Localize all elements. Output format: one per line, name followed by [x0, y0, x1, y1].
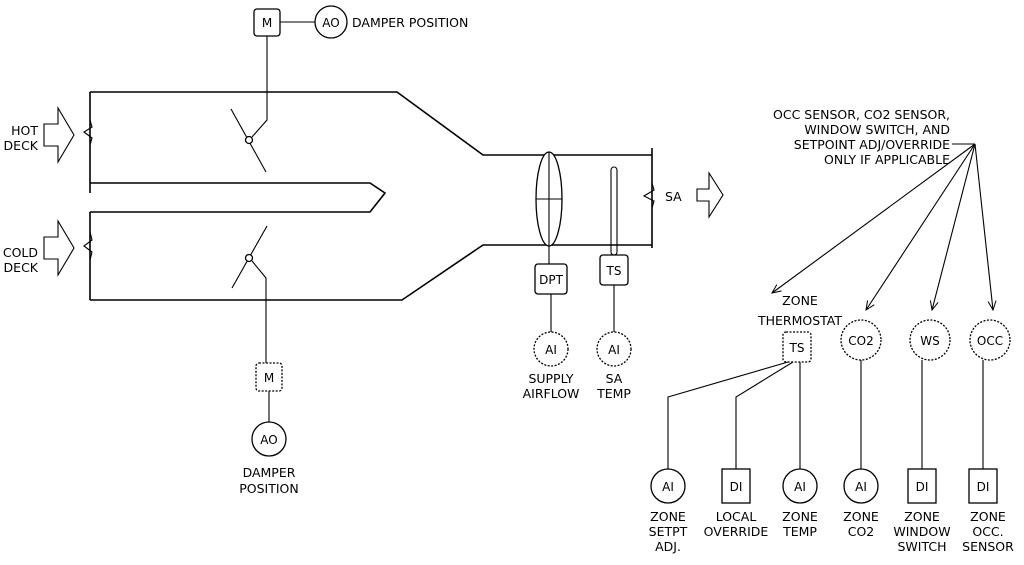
zone-co2-label-line2: CO2: [848, 524, 875, 539]
sa-temp-ai-label: AI: [608, 343, 620, 357]
cold-deck-damper-position-point: AO: [251, 421, 287, 457]
occupancy-sensor-label: OCC: [977, 334, 1003, 348]
cold-deck-break-line: [83, 231, 93, 261]
note-line2: WINDOW SWITCH, AND: [804, 122, 950, 137]
zone-co2-point: AI: [843, 468, 879, 504]
local-override-type: DI: [730, 480, 743, 494]
airflow-station: [535, 151, 563, 264]
supply-air-label: SA: [665, 189, 682, 204]
zone-thermostat-label-line1: ZONE: [782, 293, 818, 308]
cold-deck-damper: [231, 225, 268, 363]
dpt-sensor-label: DPT: [539, 273, 563, 287]
zone-window-switch-label-line1: ZONE: [904, 509, 940, 524]
hot-deck-damper-position-label: DAMPER POSITION: [352, 15, 468, 30]
zone-wiring: [667, 360, 984, 469]
zone-thermostat-device-label: TS: [789, 341, 805, 355]
note-line4: ONLY IF APPLICABLE: [824, 152, 950, 167]
sa-temp-label-line2: TEMP: [596, 386, 631, 401]
zone-co2-label-line1: ZONE: [843, 509, 879, 524]
zone-occ-sensor-label-line2: OCC.: [972, 524, 1003, 539]
duct-outline: [89, 91, 653, 301]
cold-deck-actuator-label: M: [264, 371, 274, 385]
hot-deck-inlet-arrow: [43, 105, 75, 165]
supply-airflow-label-line1: SUPPLY: [528, 371, 573, 386]
zone-temp-type: AI: [794, 480, 806, 494]
zone-setpoint-adj-type: AI: [662, 480, 674, 494]
zone-window-switch-point: DI: [907, 468, 937, 504]
hot-deck-damper-position-point: AO: [314, 5, 348, 39]
supply-airflow-point: AI: [533, 331, 569, 367]
window-switch-sensor: WS: [909, 319, 951, 361]
supply-air-outlet-arrow: [696, 171, 724, 219]
zone-thermostat-label-line2: THERMOSTAT: [757, 313, 842, 328]
zone-temp-label-line1: ZONE: [782, 509, 818, 524]
co2-sensor: CO2: [840, 319, 882, 361]
cold-deck-damper-position-label-line1: DAMPER: [243, 465, 296, 480]
co2-sensor-label: CO2: [848, 334, 873, 348]
zone-setpoint-adj-label-line2: SETPT: [649, 524, 688, 539]
hot-deck-label-line2: DECK: [4, 138, 39, 153]
sa-temp-sensor-label: TS: [606, 264, 622, 278]
hot-deck-ao-label: AO: [322, 16, 339, 30]
hot-deck-damper: [230, 35, 268, 173]
sa-temp-label-line1: SA: [606, 371, 623, 386]
occupancy-sensor: OCC: [969, 319, 1011, 361]
hot-deck-label-line1: HOT: [11, 123, 38, 138]
hot-deck-actuator-label: M: [262, 16, 272, 30]
window-switch-sensor-label: WS: [920, 334, 939, 348]
zone-thermostat: TS: [782, 331, 812, 363]
note-leader-arrows: [772, 143, 993, 310]
zone-temp-label-line2: TEMP: [782, 524, 817, 539]
zone-setpoint-adj-label-line3: ADJ.: [655, 539, 681, 554]
zone-window-switch-label-line2: WINDOW: [893, 524, 950, 539]
supply-airflow-ai-label: AI: [545, 343, 557, 357]
hot-deck-actuator: M: [253, 8, 281, 37]
supply-airflow-label-line2: AIRFLOW: [523, 386, 580, 401]
local-override-label-line2: OVERRIDE: [704, 524, 769, 539]
local-override-point: DI: [721, 468, 751, 504]
local-override-label-line1: LOCAL: [716, 509, 757, 524]
cold-deck-damper-position-label-line2: POSITION: [239, 481, 299, 496]
zone-occ-sensor-label-line1: ZONE: [970, 509, 1006, 524]
sa-temp-sensor: TS: [599, 254, 629, 286]
zone-window-switch-type: DI: [916, 480, 929, 494]
note-line3: SETPOINT ADJ/OVERRIDE: [794, 137, 950, 152]
dpt-sensor: DPT: [534, 263, 568, 295]
zone-occ-sensor-point: DI: [968, 468, 998, 504]
zone-temp-point: AI: [782, 468, 818, 504]
zone-window-switch-label-line3: SWITCH: [897, 539, 946, 554]
hot-deck-break-line: [83, 119, 93, 146]
outlet-break-line: [642, 182, 655, 209]
cold-deck-actuator: M: [255, 362, 283, 392]
zone-occ-sensor-type: DI: [977, 480, 990, 494]
zone-setpoint-adj-label-line1: ZONE: [650, 509, 686, 524]
cold-deck-ao-label: AO: [260, 433, 277, 447]
cold-deck-label-line2: DECK: [4, 260, 39, 275]
sa-temp-point: AI: [596, 331, 632, 367]
zone-occ-sensor-label-line3: SENSOR: [962, 539, 1014, 554]
note-line1: OCC SENSOR, CO2 SENSOR,: [773, 107, 950, 122]
zone-co2-type: AI: [855, 480, 867, 494]
cold-deck-label-line1: COLD: [3, 245, 38, 260]
cold-deck-inlet-arrow: [43, 218, 75, 278]
zone-setpoint-adj-point: AI: [650, 468, 686, 504]
sa-temp-probe: [610, 166, 618, 256]
